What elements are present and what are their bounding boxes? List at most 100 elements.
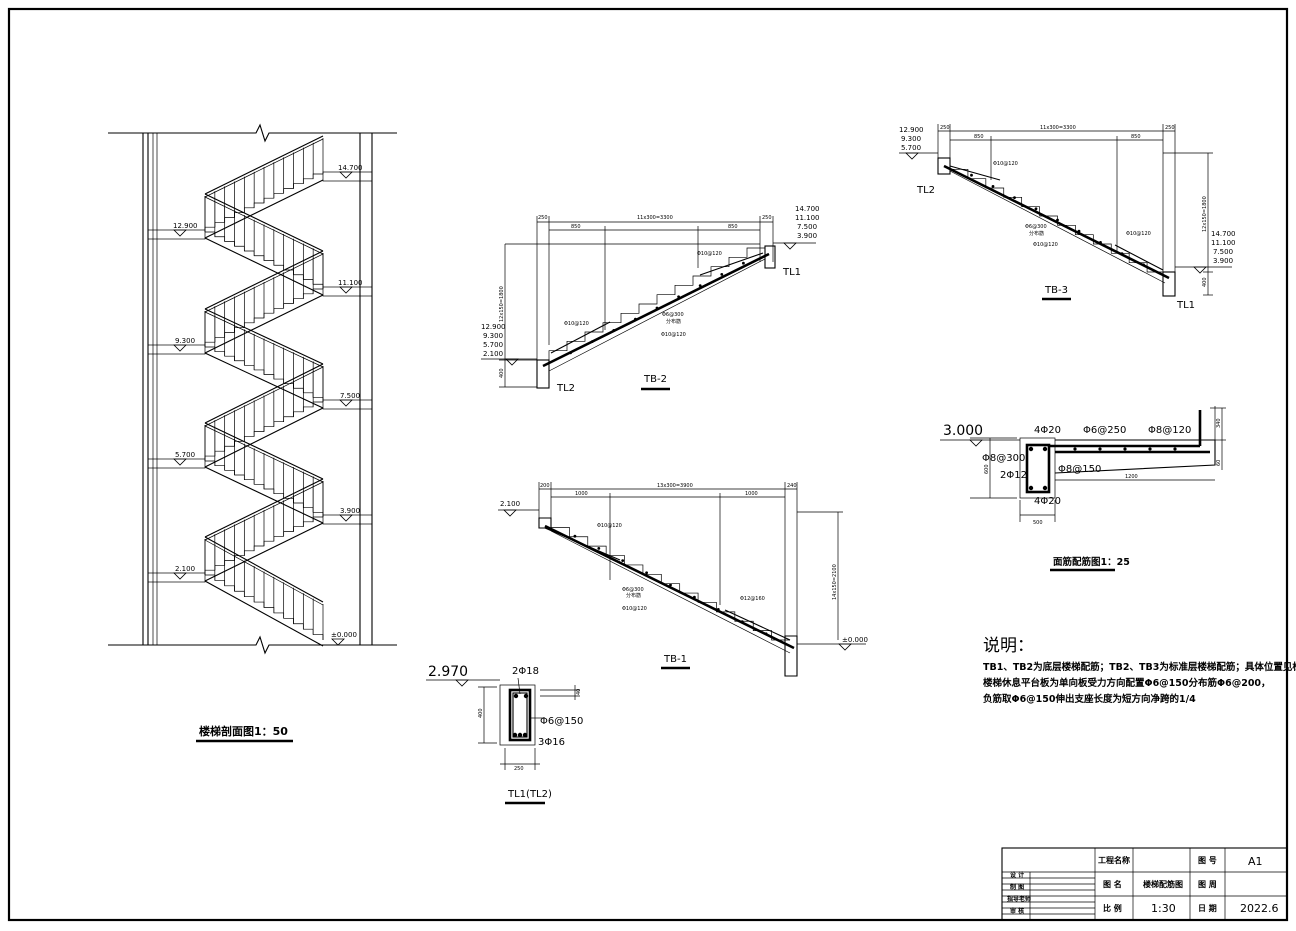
flight-distribution-bar xyxy=(740,620,744,623)
tb1-dim-1: 200 xyxy=(540,483,550,489)
tb3-level-3900: 3.900 xyxy=(1213,257,1233,265)
tb2-level-11100: 11.100 xyxy=(795,214,820,222)
tb1-diagram: 200 13x300=3900 240 1000 1000 14x150=210… xyxy=(498,482,868,677)
tb1-rebar-5: Φ12@160 xyxy=(740,596,765,602)
tl1-section: 2.970 2Φ18 Φ6@150 3Φ16 400 250 40 TL1(TL… xyxy=(426,664,583,805)
tb-name-label: 图 名 xyxy=(1103,879,1122,889)
section-level-11100: 11.100 xyxy=(338,279,363,287)
tb-period-label: 图 周 xyxy=(1198,880,1217,889)
tb3-level-12900: 12.900 xyxy=(899,126,924,134)
stair-section: 14.700 12.900 11.100 9.300 7.500 5.700 3… xyxy=(108,123,397,743)
tb1-dim-6: 14x150=2100 xyxy=(832,564,838,600)
flight-distribution-bar xyxy=(597,547,601,550)
notes-line-3: 负筋取Φ6@150伸出支座长度为短方向净跨的1/4 xyxy=(983,693,1196,705)
tb2-level-12900: 12.900 xyxy=(481,323,506,331)
notes-line-2: 楼梯休息平台板为单向板受力方向配置Φ6@150分布筋Φ6@200， xyxy=(983,677,1271,689)
section-level-7500: 7.500 xyxy=(340,392,360,400)
tb2-rebar-3: Φ6@300 xyxy=(662,312,684,318)
flight-distribution-bar xyxy=(698,284,702,287)
platform-dim-4: 60 xyxy=(1216,460,1222,466)
section-handrail xyxy=(204,363,324,424)
flight-main-bar xyxy=(943,164,1170,280)
section-landing-left xyxy=(147,229,206,240)
section-level-12900: 12.900 xyxy=(173,222,198,230)
tb-row-review: 审 核 xyxy=(1010,907,1024,915)
tl1-bottom-bar: 3Φ16 xyxy=(538,737,565,748)
tb3-dim-2: 11x300=3300 xyxy=(1040,125,1076,131)
tb1-rebar-1: Φ10@120 xyxy=(597,523,622,529)
tb-scale-value: 1:30 xyxy=(1151,902,1176,915)
tb3-title: TB-3 xyxy=(1044,285,1068,296)
platform-bar-6: 2Φ12 xyxy=(1000,470,1027,481)
tb1-negative-bar xyxy=(544,527,621,561)
tb2-level-3900: 3.900 xyxy=(797,232,817,240)
tb-row-design: 设 计 xyxy=(1010,871,1024,879)
tb3-dim-1: 250 xyxy=(940,125,950,131)
platform-bar-1: 4Φ20 xyxy=(1034,425,1061,436)
tb1-rebar-3: 分布筋 xyxy=(626,592,641,599)
tb1-dim-3: 240 xyxy=(787,483,797,489)
tl1-top-bar: 2Φ18 xyxy=(512,666,539,677)
tb2-dim-2: 11x300=3300 xyxy=(637,215,673,221)
platform-level: 3.000 xyxy=(943,423,983,439)
tb2-level-7500: 7.500 xyxy=(797,223,817,231)
section-landing-left xyxy=(147,572,206,583)
tl1-height: 400 xyxy=(478,708,484,718)
flight-distribution-bar xyxy=(1099,241,1102,244)
tb-row-draw: 制 图 xyxy=(1010,883,1024,891)
tb1-level-2100: 2.100 xyxy=(500,500,520,508)
tb1-bottom-support xyxy=(784,635,798,677)
tb1-top-support xyxy=(538,517,552,529)
tb-date-value: 2022.6 xyxy=(1240,902,1279,915)
tb2-rebar-4: 分布筋 xyxy=(666,318,681,325)
section-handrail xyxy=(204,250,324,310)
tb3-rebar-4: 分布筋 xyxy=(1029,230,1044,237)
flight-distribution-bar xyxy=(1013,196,1016,200)
flight-distribution-bar xyxy=(669,583,672,587)
tb1-level-0000: ±0.000 xyxy=(842,636,868,644)
title-block: 工程名称 图 号 A1 设 计 制 图 指导老师 审 核 图 名 楼梯配筋图 图… xyxy=(1001,847,1288,921)
tl1-width: 250 xyxy=(514,766,524,772)
section-level-5700: 5.700 xyxy=(175,451,195,459)
flight-steps xyxy=(550,518,790,641)
flight-distribution-bar xyxy=(569,351,572,355)
notes: 说明： TB1、TB2为底层楼梯配筋；TB2、TB3为标准层楼梯配筋；具体位置见… xyxy=(983,636,1296,705)
tb3-negative-bar xyxy=(949,165,1001,181)
tb2-level-14700: 14.700 xyxy=(795,205,820,213)
flight-distribution-bar xyxy=(991,185,995,188)
tb1-rebar-4: Φ10@120 xyxy=(622,606,647,612)
tb1-negative-bar xyxy=(724,609,791,641)
tb2-beam-tl1 xyxy=(764,245,776,269)
tb3-level-9300: 9.300 xyxy=(901,135,921,143)
tb2-dim-7: 400 xyxy=(499,368,505,378)
tb1-title: TB-1 xyxy=(663,654,687,665)
platform-dim-2: 1200 xyxy=(1125,474,1138,480)
flight-distribution-bar xyxy=(677,295,680,299)
flight-distribution-bar xyxy=(1120,252,1124,256)
platform-bar-2: Φ6@250 xyxy=(1083,425,1126,436)
flight-steps xyxy=(548,247,765,360)
tb2-negative-bar xyxy=(699,252,764,276)
tb3-rebar-2: Φ10@120 xyxy=(1126,231,1151,237)
platform-section: 3.000 4Φ20 Φ6@250 Φ8@120 Φ8@300 Φ8@150 2… xyxy=(940,406,1226,572)
tb2-rebar-1: Φ10@120 xyxy=(697,251,722,257)
tl1-title: TL1(TL2) xyxy=(507,789,552,800)
section-handrail xyxy=(204,308,324,365)
flight-main-bar xyxy=(542,252,770,368)
tb3-level-11100: 11.100 xyxy=(1211,239,1236,247)
flight-slab-bottom xyxy=(949,170,1166,284)
section-level-14700: 14.700 xyxy=(338,164,363,172)
tb3-beam-tl1 xyxy=(1162,271,1176,297)
tl1-level: 2.970 xyxy=(428,664,468,680)
flight-distribution-bar xyxy=(1056,218,1059,222)
tb1-dim-2: 13x300=3900 xyxy=(657,483,693,489)
section-level-0000: ±0.000 xyxy=(331,631,357,639)
section-handrail xyxy=(204,135,324,195)
tb-date-label: 日 期 xyxy=(1198,903,1217,913)
tb2-rebar-2: Φ10@120 xyxy=(564,321,589,327)
tb2-level-2100: 2.100 xyxy=(483,350,503,358)
tb3-dim-5: 850 xyxy=(1131,134,1141,140)
tb2-dim-1: 250 xyxy=(538,215,548,221)
flight-distribution-bar xyxy=(742,261,745,265)
flight-distribution-bar xyxy=(970,173,973,177)
